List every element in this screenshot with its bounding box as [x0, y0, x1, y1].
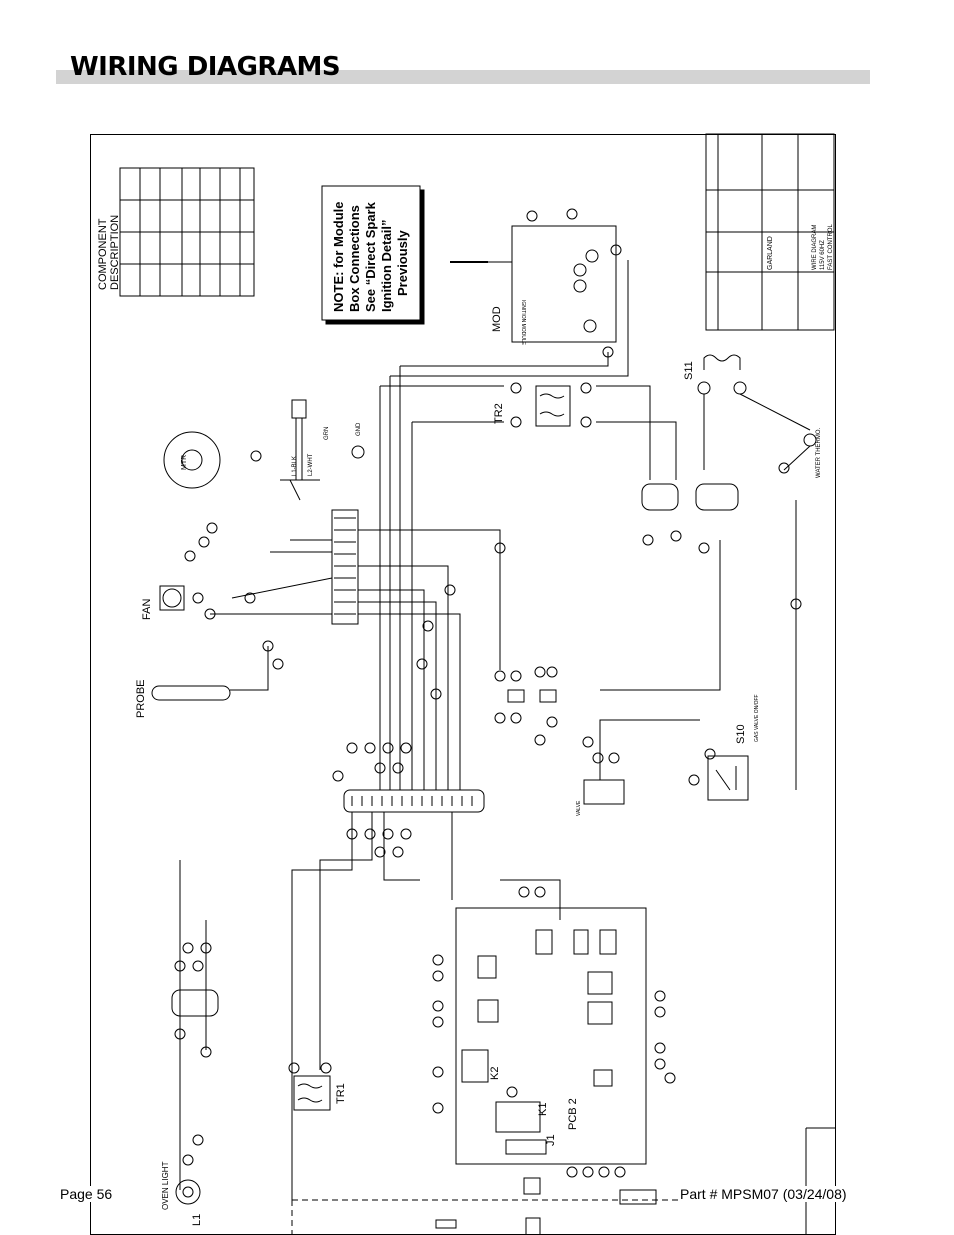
mod-label: MOD — [491, 306, 503, 332]
tr2-transformer — [535, 385, 571, 427]
lower-box — [291, 1127, 836, 1235]
note-line-4: Ignition Detail” — [379, 220, 394, 312]
motor — [163, 431, 221, 489]
note-box — [321, 185, 425, 325]
ignition-module — [450, 225, 617, 343]
connector-left — [171, 989, 219, 1017]
fan-label: FAN — [141, 599, 153, 620]
lower-wires — [179, 719, 700, 1200]
j1-label: J1 — [545, 1134, 557, 1146]
component-description-label-1: COMPONENT — [97, 218, 109, 290]
s11-label: S11 — [683, 361, 695, 380]
mtr-label: MTR — [181, 455, 188, 470]
page-title: WIRING DIAGRAMS — [70, 52, 341, 82]
grn-label: GRN — [324, 427, 330, 440]
fast-control-label: FAST CONTROL — [828, 223, 834, 270]
l1-label: L1 — [191, 1214, 203, 1226]
k1-label: K1 — [537, 1103, 549, 1116]
tr1-transformer — [293, 1075, 331, 1111]
page-number: Page 56 — [58, 1186, 115, 1202]
l1-blk-label: L1-BLK — [292, 456, 298, 476]
note-line-2: Box Connections — [347, 205, 362, 312]
terminal-markers — [174, 208, 802, 1178]
connector-block-right — [641, 483, 739, 511]
pcb2-label: PCB 2 — [567, 1098, 579, 1130]
terminal-strip-middle — [343, 789, 485, 813]
terminal-block-top — [331, 509, 359, 625]
pcb2-board — [455, 907, 647, 1165]
tr1-label: TR1 — [335, 1083, 347, 1104]
garland-label: GARLAND — [767, 236, 774, 270]
spl-relays — [507, 689, 557, 703]
valve-label: VALVE — [576, 800, 582, 816]
title-block — [705, 133, 835, 331]
voltage-label: 115V 60HZ — [820, 240, 826, 270]
gnd-label: GND — [356, 422, 362, 436]
power-plug — [280, 399, 320, 501]
note-line-3: See “Direct Spark — [363, 201, 378, 312]
ignition-module-label: IGNITION MODULE — [520, 300, 526, 346]
oven-light — [175, 1179, 201, 1205]
s11-thermostat — [697, 354, 817, 471]
l2-wht-label: L2-WHT — [308, 453, 314, 476]
wire-bus — [210, 260, 797, 790]
k2-label: K2 — [489, 1067, 501, 1080]
note-line-5: Previously — [395, 229, 410, 296]
gas-valve — [707, 755, 749, 801]
gas-valve-label: GAS VALVE ON/OFF — [754, 694, 760, 742]
component-table — [119, 167, 255, 297]
oven-light-label: OVEN LIGHT — [161, 1161, 170, 1210]
component-description-label-2: DESCRIPTION — [109, 215, 121, 290]
probe-label: PROBE — [135, 679, 147, 718]
part-number: Part # MPSM07 (03/24/08) — [678, 1186, 849, 1202]
valve-block — [583, 779, 625, 805]
fan-symbol — [159, 585, 185, 611]
probe-symbol — [151, 685, 231, 701]
wire-diagram-label: WIRE DIAGRAM — [812, 225, 818, 270]
tr2-label: TR2 — [493, 403, 505, 424]
s10-label: S10 — [735, 724, 747, 744]
water-thermo-label: WATER THERMO. — [816, 427, 822, 478]
note-line-1: NOTE: for Module — [331, 202, 346, 313]
